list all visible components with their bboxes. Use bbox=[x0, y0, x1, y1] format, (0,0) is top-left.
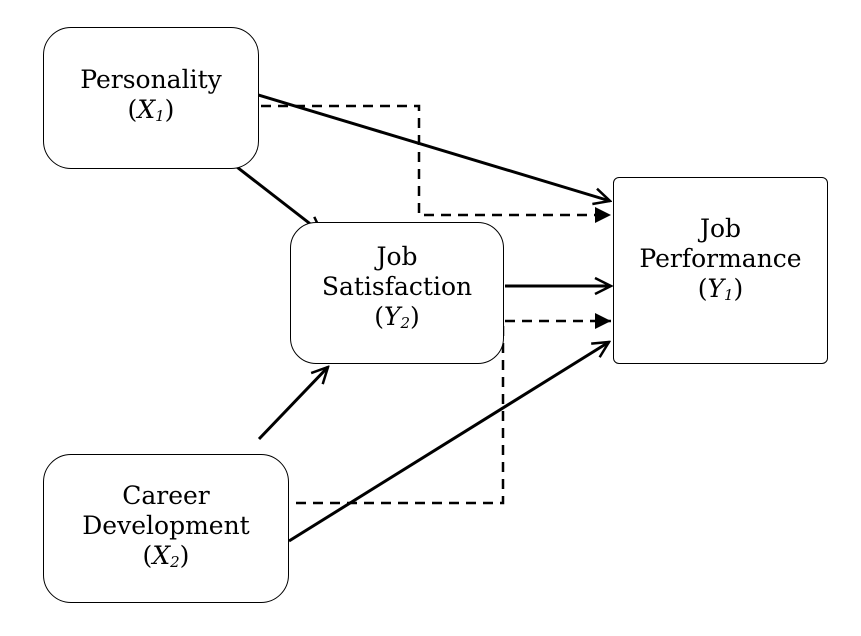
variable-symbol: X bbox=[137, 95, 156, 124]
variable-subscript: 1 bbox=[155, 107, 165, 125]
edge-personality-mediated-dashed bbox=[227, 104, 611, 223]
node-label: Development bbox=[82, 510, 250, 540]
node-variable: (Y2) bbox=[374, 302, 420, 332]
node-job-performance: Job Performance (Y1) bbox=[613, 177, 828, 364]
node-job-satisfaction: Job Satisfaction (Y2) bbox=[290, 222, 504, 364]
edge-personality-to-job-satisfaction bbox=[223, 155, 322, 233]
node-label: Satisfaction bbox=[321, 272, 473, 301]
node-label: Job bbox=[376, 242, 418, 271]
node-label: Personality bbox=[80, 65, 222, 94]
node-personality: Personality (X1) bbox=[43, 27, 259, 169]
node-label: Career bbox=[122, 480, 210, 510]
node-label: Performance bbox=[639, 243, 802, 273]
node-variable: (Y1) bbox=[697, 273, 744, 304]
variable-symbol: Y bbox=[707, 273, 724, 303]
edge-career-to-job-satisfaction bbox=[257, 367, 328, 441]
node-variable: (X2) bbox=[142, 540, 190, 571]
variable-symbol: X bbox=[152, 540, 171, 570]
edge-career-mediated-dashed bbox=[262, 313, 611, 505]
node-variable: (X1) bbox=[127, 95, 175, 125]
node-label: Job bbox=[699, 213, 742, 243]
variable-symbol: Y bbox=[383, 302, 401, 331]
variable-subscript: 1 bbox=[723, 285, 734, 304]
variable-subscript: 2 bbox=[400, 314, 411, 332]
edge-personality-to-job-performance bbox=[221, 82, 610, 201]
edge-career-to-job-performance bbox=[288, 342, 609, 543]
variable-subscript: 2 bbox=[170, 552, 180, 571]
node-career-development: Career Development (X2) bbox=[43, 454, 289, 603]
